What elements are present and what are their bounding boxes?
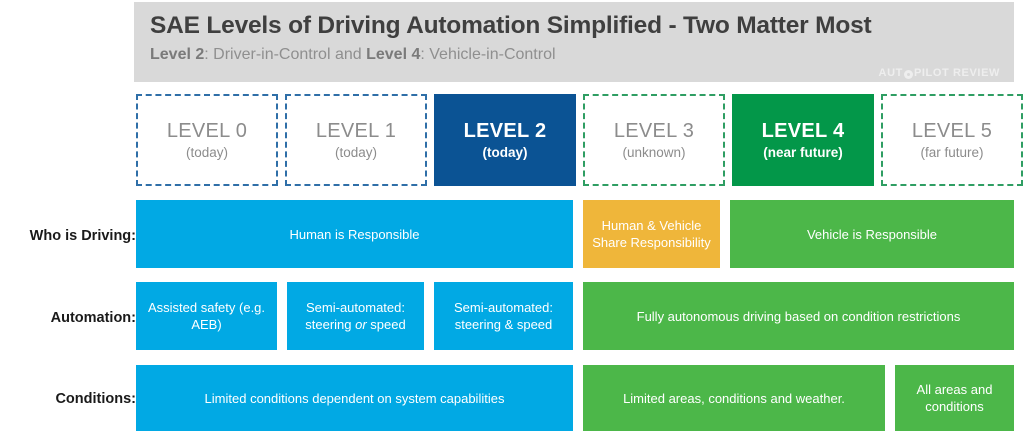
cell-conditions-all-areas: All areas and conditions <box>895 365 1014 431</box>
level-box-3[interactable]: LEVEL 3 (unknown) <box>583 94 725 186</box>
level-3-title: LEVEL 3 <box>613 119 695 142</box>
level-box-4[interactable]: LEVEL 4 (near future) <box>732 94 874 186</box>
level-2-subtitle: (today) <box>482 144 528 160</box>
cell-conditions-limited-system: Limited conditions dependent on system c… <box>136 365 573 431</box>
level-1-title: LEVEL 1 <box>315 119 397 142</box>
autopilot-logo-icon <box>903 69 913 79</box>
row-label-automation: Automation: <box>50 310 136 326</box>
watermark-text-pre: AUT <box>878 67 903 79</box>
cell-who-human-responsible: Human is Responsible <box>136 200 573 268</box>
semi-auto-or-post: speed <box>366 317 406 332</box>
subtitle-text-2: : Vehicle-in-Control <box>420 46 556 63</box>
level-0-title: LEVEL 0 <box>166 119 248 142</box>
subtitle-level2: Level 2 <box>150 46 205 63</box>
row-label-conditions: Conditions: <box>55 391 136 407</box>
subtitle-text-1: : Driver-in-Control and <box>204 46 367 63</box>
header-banner: SAE Levels of Driving Automation Simplif… <box>134 2 1014 82</box>
semi-auto-or-emphasis: or <box>355 317 367 332</box>
level-5-title: LEVEL 5 <box>911 119 993 142</box>
cell-automation-assisted-safety: Assisted safety (e.g. AEB) <box>136 282 277 350</box>
level-3-subtitle: (unknown) <box>622 144 686 160</box>
subtitle-level4: Level 4 <box>366 46 421 63</box>
level-box-0[interactable]: LEVEL 0 (today) <box>136 94 278 186</box>
watermark-text-post: PILOT REVIEW <box>913 67 1000 79</box>
level-box-2[interactable]: LEVEL 2 (today) <box>434 94 576 186</box>
level-box-1[interactable]: LEVEL 1 (today) <box>285 94 427 186</box>
row-label-who-is-driving: Who is Driving: <box>29 228 136 244</box>
level-0-subtitle: (today) <box>185 144 229 160</box>
page-subtitle: Level 2: Driver-in-Control and Level 4: … <box>150 44 1014 66</box>
level-box-5[interactable]: LEVEL 5 (far future) <box>881 94 1023 186</box>
cell-automation-semi-auto-and: Semi-automated: steering & speed <box>434 282 573 350</box>
cell-automation-fully-autonomous: Fully autonomous driving based on condit… <box>583 282 1014 350</box>
level-4-subtitle: (near future) <box>763 144 843 160</box>
cell-who-shared-responsibility: Human & Vehicle Share Responsibility <box>583 200 720 268</box>
cell-conditions-limited-areas: Limited areas, conditions and weather. <box>583 365 885 431</box>
level-4-title: LEVEL 4 <box>761 119 845 142</box>
cell-who-vehicle-responsible: Vehicle is Responsible <box>730 200 1014 268</box>
cell-automation-semi-auto-or: Semi-automated: steering or speed <box>287 282 424 350</box>
page-title: SAE Levels of Driving Automation Simplif… <box>150 12 872 39</box>
level-1-subtitle: (today) <box>334 144 378 160</box>
level-2-title: LEVEL 2 <box>463 119 547 142</box>
watermark-autopilot-review: AUT PILOT REVIEW <box>879 67 1000 79</box>
level-5-subtitle: (far future) <box>920 144 984 160</box>
cell-automation-semi-auto-or-text: Semi-automated: steering or speed <box>293 299 418 333</box>
semi-auto-or-pre: Semi-automated: steering <box>305 300 405 332</box>
levels-row: LEVEL 0 (today) LEVEL 1 (today) LEVEL 2 … <box>136 94 1023 186</box>
